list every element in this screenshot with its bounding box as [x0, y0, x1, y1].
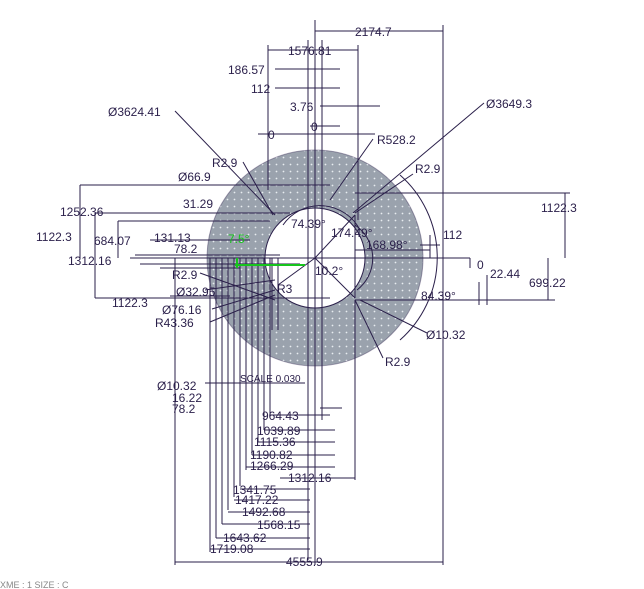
dim-1122-3-right[interactable]: 1122.3 [541, 201, 577, 215]
highlighted-construction [235, 258, 305, 268]
angle-74-39[interactable]: 74.39° [291, 217, 326, 231]
dim-r2-9-b[interactable]: R2.9 [415, 162, 441, 176]
extension-lines [174, 258, 356, 565]
dim-dia-10-32-right[interactable]: Ø10.32 [426, 328, 466, 342]
angle-7-5[interactable]: 7.5° [228, 232, 250, 246]
angle-174-49[interactable]: 174.49° [331, 226, 373, 240]
leader-lines [174, 102, 485, 384]
hub-sector [271, 214, 356, 330]
center-lines [130, 20, 470, 565]
dim-1576-81[interactable]: 1576.81 [288, 44, 332, 58]
dim-4555-9[interactable]: 4555.9 [286, 555, 323, 569]
dim-112-top[interactable]: 112 [251, 82, 270, 96]
dim-1039-89[interactable]: 1039.89 [257, 424, 301, 438]
status-bar-text: XME : 1 SIZE : C [0, 580, 69, 589]
dim-1122-3-left[interactable]: 1122.3 [36, 230, 72, 244]
dim-1643-62[interactable]: 1643.62 [223, 531, 267, 545]
dim-1252-36[interactable]: 1252.36 [60, 205, 104, 219]
dim-0-left[interactable]: 0 [268, 128, 275, 142]
dim-r528-2[interactable]: R528.2 [377, 133, 416, 147]
dim-r2-9-d[interactable]: R2.9 [385, 355, 411, 369]
dim-31-29[interactable]: 31.29 [183, 197, 213, 211]
dim-r2-9-a[interactable]: R2.9 [212, 156, 238, 170]
dim-r2-9-c[interactable]: R2.9 [172, 268, 198, 282]
dim-0-right[interactable]: 0 [477, 258, 484, 272]
dim-1568-15[interactable]: 1568.15 [257, 518, 301, 532]
top-dimension-lines [258, 25, 444, 565]
dim-112-right[interactable]: 112 [443, 228, 462, 242]
angle-168-98[interactable]: 168.98° [366, 238, 408, 252]
dim-1312-16-low[interactable]: 1312.16 [288, 471, 332, 485]
dim-1312-16-left[interactable]: 1312.16 [68, 254, 112, 268]
dim-0-mid[interactable]: 0 [311, 120, 318, 134]
dim-699-22[interactable]: 699.22 [529, 276, 566, 290]
dim-dia-3624-41[interactable]: Ø3624.41 [108, 105, 161, 119]
dim-dia-10-32-left[interactable]: Ø10.32 [157, 379, 197, 393]
dim-3-76[interactable]: 3.76 [290, 100, 314, 114]
dim-2174-7[interactable]: 2174.7 [355, 25, 392, 39]
dim-dia-32-95[interactable]: Ø32.95 [176, 285, 216, 299]
dim-1341-75[interactable]: 1341.75 [233, 483, 277, 497]
dim-1492-68[interactable]: 1492.68 [242, 505, 286, 519]
dim-r3[interactable]: R3 [277, 282, 293, 296]
dim-16-22[interactable]: 16.22 [172, 391, 202, 405]
dim-131-13[interactable]: 131.13 [154, 231, 191, 245]
stacked-dimension-lines [175, 407, 443, 563]
dim-1190-82[interactable]: 1190.82 [250, 448, 293, 462]
dim-78-2-a[interactable]: 78.2 [174, 242, 198, 256]
dim-1719-08[interactable]: 1719.08 [210, 542, 254, 556]
dim-22-44[interactable]: 22.44 [490, 267, 520, 281]
angle-84-39[interactable]: 84.39° [421, 289, 456, 303]
dim-78-2-b[interactable]: 78.2 [172, 402, 196, 416]
angle-10-2[interactable]: 10.2° [315, 264, 343, 278]
dim-dia-3649-3[interactable]: Ø3649.3 [486, 97, 532, 111]
dim-684-07[interactable]: 684.07 [94, 234, 131, 248]
dim-1115-36[interactable]: 1115.36 [254, 435, 296, 449]
dim-dia-66-9[interactable]: Ø66.9 [178, 170, 211, 184]
dim-dia-76-16[interactable]: Ø76.16 [162, 303, 202, 317]
dim-186-57[interactable]: 186.57 [228, 63, 265, 77]
right-dimension-lines [355, 192, 570, 305]
dim-1122-3-low[interactable]: 1122.3 [112, 296, 148, 310]
dim-1266-29[interactable]: 1266.29 [250, 459, 294, 473]
scale-label: SCALE 0.030 [240, 374, 301, 385]
dim-1417-22[interactable]: 1417.22 [235, 493, 279, 507]
left-dimension-lines [79, 184, 330, 299]
dim-r43-36[interactable]: R43.36 [155, 316, 194, 330]
dim-964-43[interactable]: 964.43 [262, 409, 299, 423]
